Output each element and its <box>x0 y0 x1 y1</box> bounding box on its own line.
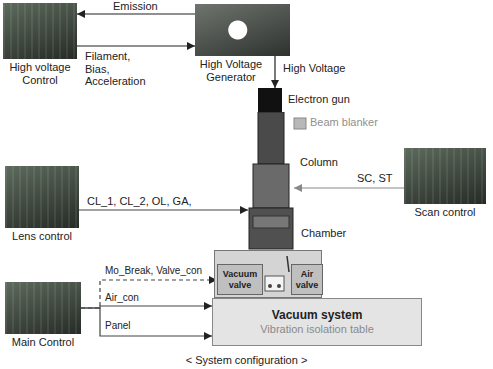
signal-arrow <box>77 45 195 46</box>
node-label: Lens control <box>5 230 79 243</box>
column-shape <box>248 112 294 250</box>
photo-box: High Voltage Generator <box>195 4 290 56</box>
photo-box: High voltage Control <box>3 3 77 59</box>
label-holder: Scan control <box>404 206 486 219</box>
node-label: High Voltage Generator <box>195 58 267 83</box>
label-holder: Vacuum systemVibration isolation table <box>213 299 421 345</box>
label-holder: Air_con <box>104 292 140 304</box>
signal-name: Emission <box>113 0 158 13</box>
beam-blanker-symbol <box>294 118 306 129</box>
label-holder: Panel <box>104 320 132 332</box>
label-holder: SC, ST <box>356 172 393 185</box>
photo-box: Scan control <box>404 148 486 204</box>
label-holder: Beam blanker <box>310 116 378 129</box>
column: Column <box>248 112 294 250</box>
label-holder: High Voltage Generator <box>195 58 267 83</box>
valve-box: Air valve <box>291 264 323 295</box>
caption: < System configuration > <box>0 354 493 367</box>
node-label: Vacuum valve <box>218 269 262 290</box>
column-section <box>258 112 284 164</box>
label-holder: Chamber <box>301 227 346 240</box>
signal-arrow <box>81 280 217 308</box>
signal-arrow <box>81 306 212 308</box>
electron-gun: Electron gun <box>258 88 282 112</box>
stage-symbol <box>265 276 284 291</box>
node-label: Main Control <box>5 336 81 349</box>
node-label: High voltage Control <box>3 61 77 86</box>
signal-arrow <box>79 209 248 210</box>
photo-box: Main Control <box>5 282 81 334</box>
label-holder: Lens control <box>5 230 79 243</box>
node-label: Air valve <box>292 269 322 290</box>
label-holder: Electron gun <box>288 93 350 106</box>
signal-name: Mo_Break, Valve_con <box>105 265 202 277</box>
stage-dot <box>268 284 272 288</box>
label-holder: Column <box>300 156 338 169</box>
node-sublabel: Vibration isolation table <box>260 323 374 336</box>
node-label: Column <box>300 156 338 169</box>
caption-holder: < System configuration > <box>0 354 493 367</box>
label-holder: Filament, Bias, Acceleration <box>84 50 156 88</box>
label-holder: Vacuum valve <box>218 265 262 294</box>
stage-dot <box>277 284 281 288</box>
node-label: Chamber <box>301 227 346 240</box>
valve-box: Vacuum valve <box>217 264 263 295</box>
detector-line <box>287 256 289 272</box>
signal-arrow <box>77 13 195 14</box>
node-label: Vacuum system <box>272 309 363 323</box>
signal-name: Panel <box>105 320 131 332</box>
photo-box: Lens control <box>5 166 79 228</box>
signal-arrow <box>274 56 275 88</box>
label-holder: Air valve <box>292 265 322 294</box>
label-holder: High voltage Control <box>3 61 77 86</box>
label-holder: High Voltage <box>282 62 346 75</box>
signal-name: Filament, Bias, Acceleration <box>85 50 155 88</box>
signal-name: CL_1, CL_2, OL, GA, <box>87 195 192 208</box>
part-label: Beam blanker <box>310 116 378 129</box>
signal-name: SC, ST <box>357 172 392 185</box>
chamber-box: ChamberVacuum valveAir valve <box>214 250 322 298</box>
node-label: Electron gun <box>288 93 350 106</box>
signal-name: High Voltage <box>283 62 345 75</box>
node-label: Scan control <box>404 206 486 219</box>
label-holder: Main Control <box>5 336 81 349</box>
label-holder: CL_1, CL_2, OL, GA, <box>86 195 193 208</box>
signal-name: Air_con <box>105 292 139 304</box>
vacuum-system-box: Vacuum systemVibration isolation table <box>212 298 422 346</box>
signal-arrow <box>294 187 404 188</box>
lens-band <box>253 216 289 228</box>
label-holder: Mo_Break, Valve_con <box>104 265 203 277</box>
label-holder: Emission <box>112 0 159 13</box>
signal-arrow <box>81 308 212 336</box>
column-section <box>253 164 289 208</box>
column-section <box>249 208 293 249</box>
